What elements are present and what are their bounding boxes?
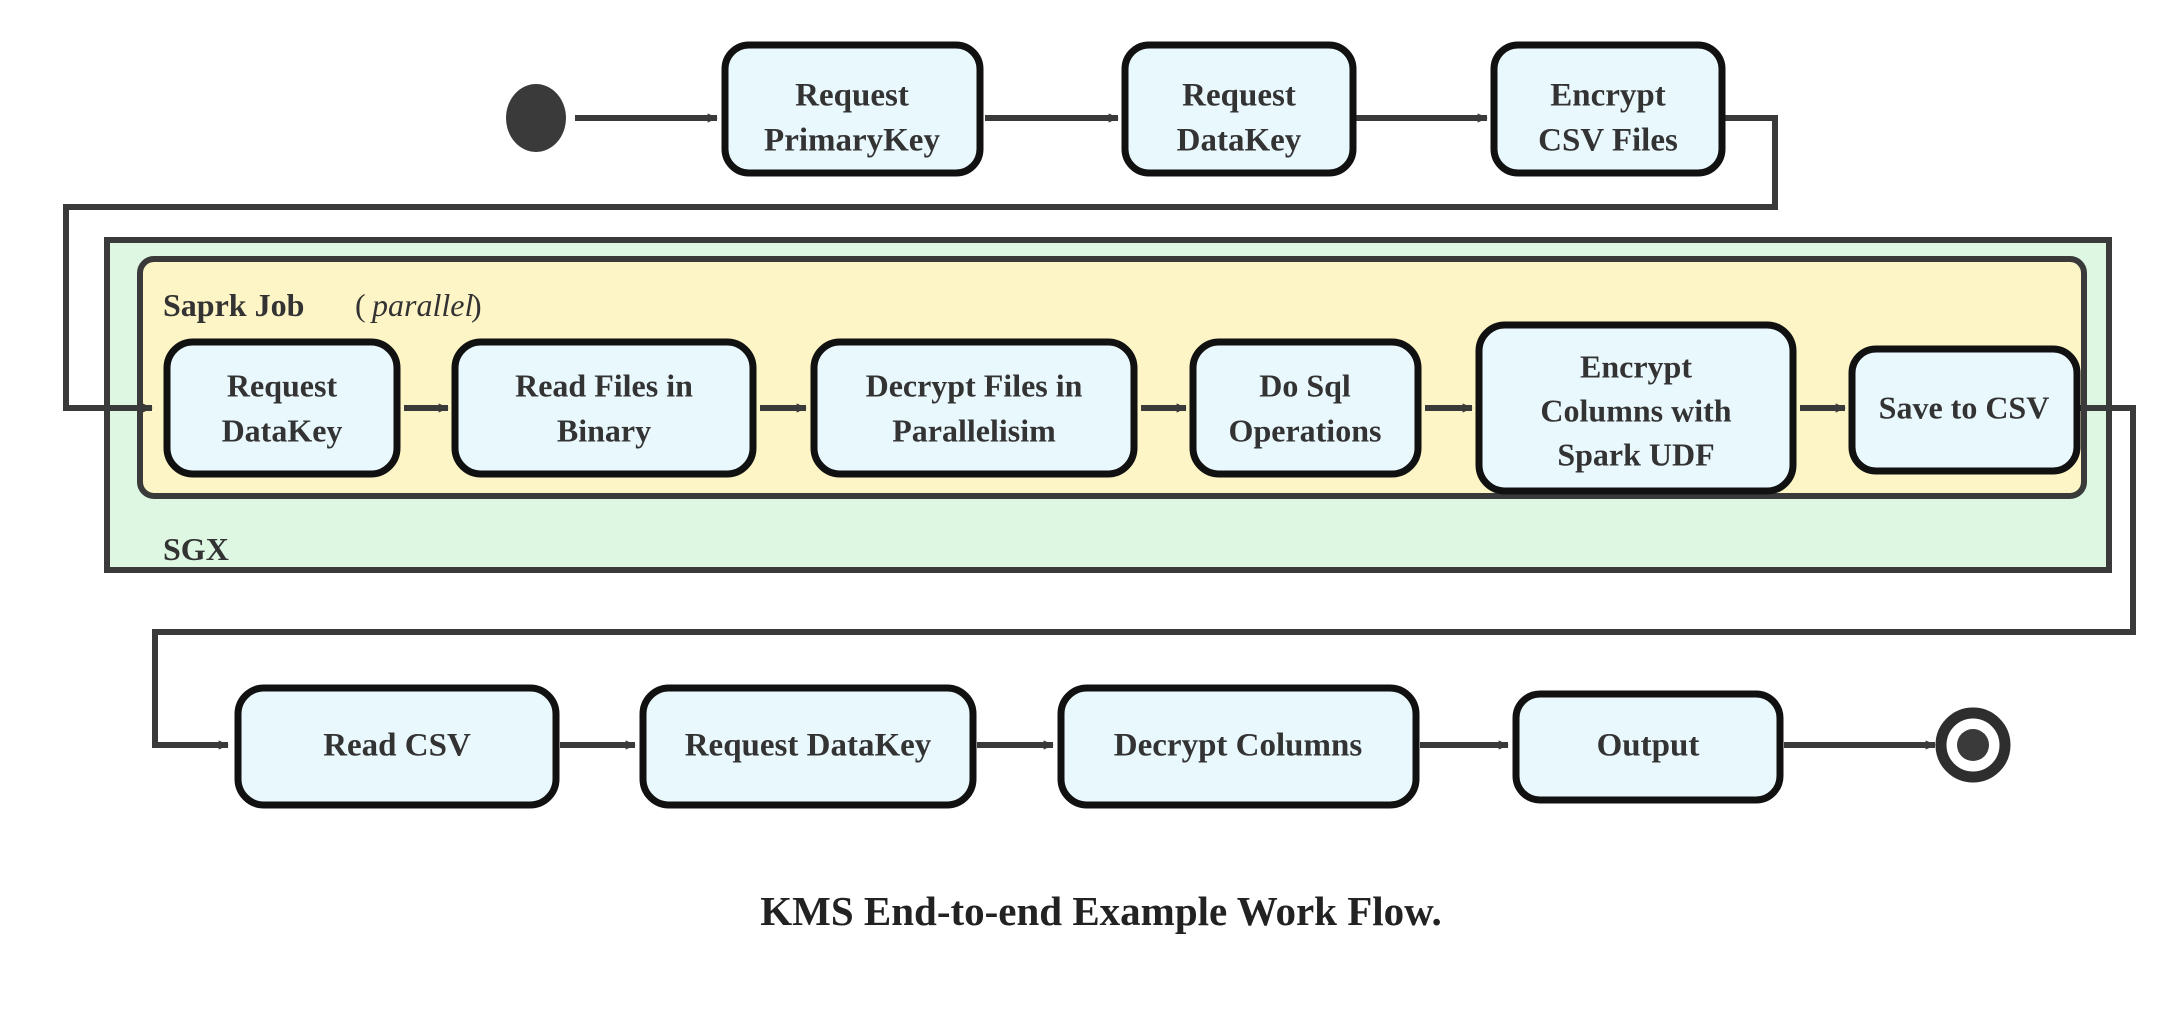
node-output[interactable]: Output (1512, 690, 1784, 804)
node-encrypt-csv-files-line-2: CSV Files (1538, 123, 1678, 159)
node-request-primarykey-box[interactable] (721, 41, 984, 177)
node-output-line-1: Output (1597, 728, 1700, 764)
spark-job-group-label: Saprk Job (163, 287, 304, 323)
node-request-datakey-spark-line-2: DataKey (222, 412, 343, 448)
sgx-group-label: SGX (163, 531, 229, 567)
node-decrypt-columns-box[interactable] (1057, 684, 1420, 809)
node-read-csv-line-1: Read CSV (323, 728, 471, 764)
node-decrypt-columns-line-1: Decrypt Columns (1114, 728, 1363, 764)
node-encrypt-columns-with-spark-udf-line-2: Columns with (1540, 392, 1731, 428)
node-request-datakey-top-line-1: Request (1182, 78, 1296, 114)
node-save-to-csv[interactable]: Save to CSV (1848, 345, 2081, 475)
node-request-primarykey[interactable]: Request PrimaryKey (721, 41, 984, 177)
node-encrypt-columns-with-spark-udf-box[interactable] (1475, 321, 1797, 495)
node-request-primarykey-line-2: PrimaryKey (764, 123, 940, 159)
node-request-datakey-bottom[interactable]: Request DataKey (639, 684, 977, 809)
diagram-caption: KMS End-to-end Example Work Flow. (760, 888, 1442, 934)
edge-encrypt-csv-files-to-request-datakey-spark (63, 115, 1778, 413)
node-decrypt-files-in-parallelisim[interactable]: Decrypt Files in Parallelisim (810, 338, 1138, 478)
node-read-csv[interactable]: Read CSV (234, 684, 560, 809)
node-save-to-csv-line-1: Save to CSV (1879, 389, 2050, 425)
start-node (506, 84, 566, 152)
node-encrypt-columns-with-spark-udf-line-1: Encrypt (1580, 348, 1692, 384)
node-decrypt-files-in-parallelisim-line-1: Decrypt Files in (866, 367, 1083, 403)
edge-layer (63, 113, 2136, 750)
node-read-files-in-binary-box[interactable] (451, 338, 757, 478)
node-read-files-in-binary[interactable]: Read Files in Binary (451, 338, 757, 478)
edge-save-to-csv-to-read-csv (152, 405, 2136, 750)
node-request-datakey-bottom-line-1: Request DataKey (685, 728, 932, 764)
spark-job-modifier: parallel (370, 287, 473, 323)
spark-job-modifier-close: ) (471, 287, 482, 323)
bottom-row: Read CSV Request DataKey Decrypt Columns… (234, 684, 1784, 809)
node-encrypt-columns-with-spark-udf-line-3: Spark UDF (1557, 436, 1714, 472)
node-request-datakey-spark-box[interactable] (163, 338, 401, 478)
node-request-datakey-bottom-box[interactable] (639, 684, 977, 809)
top-row: Request PrimaryKey Request DataKey Encry… (721, 41, 1726, 177)
spark-row: Request DataKey Read Files in Binary Dec… (163, 321, 2081, 495)
node-request-datakey-top-box[interactable] (1121, 41, 1357, 177)
spark-job-modifier-open: ( (355, 287, 366, 323)
node-request-datakey-spark[interactable]: Request DataKey (163, 338, 401, 478)
node-request-datakey-spark-line-1: Request (227, 367, 338, 403)
node-encrypt-csv-files-box[interactable] (1490, 41, 1726, 177)
node-read-files-in-binary-line-2: Binary (557, 412, 651, 448)
node-encrypt-csv-files[interactable]: Encrypt CSV Files (1490, 41, 1726, 177)
end-node (1935, 707, 2011, 783)
node-request-datakey-top-line-2: DataKey (1177, 123, 1302, 159)
node-do-sql-operations-line-1: Do Sql (1259, 367, 1351, 403)
node-read-csv-box[interactable] (234, 684, 560, 809)
node-request-datakey-top[interactable]: Request DataKey (1121, 41, 1357, 177)
node-do-sql-operations-line-2: Operations (1229, 412, 1382, 448)
node-do-sql-operations[interactable]: Do Sql Operations (1189, 338, 1422, 478)
node-output-box[interactable] (1512, 690, 1784, 804)
node-read-files-in-binary-line-1: Read Files in (515, 367, 693, 403)
node-encrypt-columns-with-spark-udf[interactable]: Encrypt Columns with Spark UDF (1475, 321, 1797, 495)
node-do-sql-operations-box[interactable] (1189, 338, 1422, 478)
node-decrypt-columns[interactable]: Decrypt Columns (1057, 684, 1420, 809)
node-save-to-csv-box[interactable] (1848, 345, 2081, 475)
node-request-primarykey-line-1: Request (795, 78, 909, 114)
node-decrypt-files-in-parallelisim-box[interactable] (810, 338, 1138, 478)
node-decrypt-files-in-parallelisim-line-2: Parallelisim (892, 412, 1056, 448)
node-encrypt-csv-files-line-1: Encrypt (1550, 78, 1666, 114)
